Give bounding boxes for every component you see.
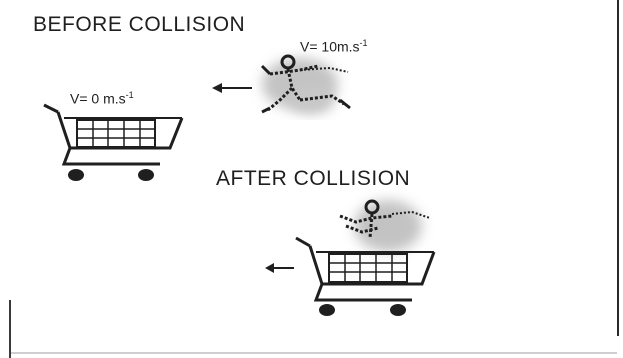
- person-motion-arrow-icon: [212, 83, 252, 93]
- cart-motion-arrow-icon: [265, 263, 294, 273]
- person-in-cart-icon: [340, 200, 430, 252]
- cart-with-person-icon: [296, 238, 434, 316]
- running-person-icon: [262, 56, 350, 114]
- shopping-cart-icon: [44, 105, 182, 181]
